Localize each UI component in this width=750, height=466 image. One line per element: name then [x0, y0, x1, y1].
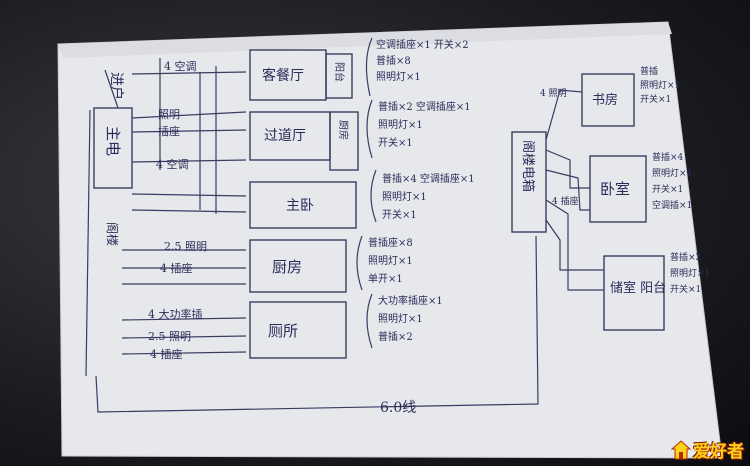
svg-text:普插座×8: 普插座×8 [368, 236, 413, 249]
svg-text:开关×1: 开关×1 [640, 93, 671, 105]
svg-text:书房: 书房 [592, 92, 618, 108]
circuit-label-8: 4 插座 [150, 347, 183, 361]
loft-room-1: 卧室 普插×4 照明灯×1 开关×1 空调插×1 [589, 151, 692, 223]
paper-shadow [58, 22, 672, 58]
main-panel-label: 主电 [104, 126, 122, 156]
svg-text:普插×4 空调插座×1: 普插×4 空调插座×1 [382, 172, 475, 185]
room-4: 厕所 [249, 301, 347, 359]
svg-text:普插×8: 普插×8 [376, 54, 411, 67]
circuit-label-4: 2.5 照明 [164, 240, 207, 253]
svg-text:照明灯×1: 照明灯×1 [382, 191, 427, 203]
left-bus [85, 109, 91, 377]
svg-text:厨房: 厨房 [337, 120, 350, 140]
svg-text:开关×1: 开关×1 [652, 183, 683, 195]
room-4-items: 大功率插座×1 照明灯×1 普插×2 [366, 293, 443, 349]
sub-panel-label: 阁楼电箱 [520, 140, 536, 192]
svg-text:开关×1: 开关×1 [378, 136, 413, 149]
main-circuits [121, 58, 247, 355]
main-panel-box [93, 107, 133, 189]
svg-text:开关×1: 开关×1 [382, 208, 417, 221]
circuit-label-0: 4 空调 [164, 59, 197, 73]
svg-text:普插×4: 普插×4 [652, 151, 684, 163]
svg-text:单开×1: 单开×1 [368, 273, 403, 285]
backbone-label: 6.0线 [380, 400, 416, 416]
circuit-label-7: 2.5 照明 [148, 330, 191, 343]
entry-wire [104, 69, 119, 109]
left-side-label: 阁楼 [105, 222, 120, 246]
watermark: 爱好者 [671, 437, 744, 462]
backbone-wire [95, 235, 539, 413]
room-2-items: 普插×4 空调插座×1 照明灯×1 开关×1 [370, 169, 475, 223]
svg-text:卧室: 卧室 [600, 180, 630, 198]
svg-text:照明灯×1: 照明灯×1 [652, 168, 692, 179]
circuit-label-5: 4 插座 [160, 261, 193, 275]
svg-text:照明灯×1: 照明灯×1 [378, 313, 423, 325]
svg-text:普插: 普插 [640, 65, 658, 77]
svg-text:主卧: 主卧 [286, 198, 314, 214]
svg-text:照明灯×1: 照明灯×1 [640, 80, 680, 91]
svg-text:厨房: 厨房 [272, 258, 302, 276]
svg-text:普插×2: 普插×2 [378, 330, 413, 343]
watermark-text: 爱好者 [693, 442, 744, 462]
circuit-label-3: 4 空调 [156, 157, 189, 171]
svg-text:空调插×1: 空调插×1 [652, 199, 692, 211]
house-logo-icon [671, 439, 691, 459]
svg-text:空调插座×1 开关×2: 空调插座×1 开关×2 [376, 38, 469, 51]
room-3-items: 普插座×8 照明灯×1 单开×1 [356, 235, 413, 291]
svg-text:照明灯×1: 照明灯×1 [376, 71, 421, 83]
room-3: 厨房 [249, 239, 347, 293]
svg-text:普插×2: 普插×2 [670, 251, 701, 263]
svg-text:照明灯×1: 照明灯×1 [368, 255, 413, 267]
room-0-items: 空调插座×1 开关×2 普插×8 照明灯×1 [365, 37, 469, 97]
circuit-label-2: 插座 [158, 124, 180, 138]
svg-text:大功率插座×1: 大功率插座×1 [378, 294, 443, 307]
svg-text:储室 阳台: 储室 阳台 [610, 280, 666, 296]
loft-circuit-0: 4 照明 [540, 88, 567, 99]
circuit-label-6: 4 大功率插 [148, 307, 203, 321]
room-2: 主卧 [249, 181, 357, 229]
sub-panel-box [511, 131, 547, 233]
svg-text:过道厅: 过道厅 [264, 128, 306, 144]
room-1: 过道厅 厨房 [249, 111, 359, 171]
loft-room-2: 储室 阳台 普插×2 照明灯×1 开关×1 [603, 251, 710, 331]
svg-text:照明灯×1: 照明灯×1 [378, 119, 423, 131]
svg-text:阳台: 阳台 [333, 62, 346, 82]
svg-text:照明灯×1: 照明灯×1 [670, 268, 710, 279]
loft-room-0: 书房 普插 照明灯×1 开关×1 [581, 65, 680, 127]
svg-text:普插×2 空调插座×1: 普插×2 空调插座×1 [378, 100, 471, 113]
svg-text:开关×1: 开关×1 [670, 283, 701, 295]
circuit-label-1: 照明 [158, 108, 180, 121]
loft-wires [545, 89, 604, 291]
svg-text:厕所: 厕所 [268, 322, 298, 340]
svg-text:客餐厅: 客餐厅 [262, 67, 304, 84]
loft-circuit-1: 4 插座 [552, 195, 579, 207]
room-1-items: 普插×2 空调插座×1 照明灯×1 开关×1 [366, 99, 471, 159]
room-0: 客餐厅 阳台 [249, 49, 353, 101]
